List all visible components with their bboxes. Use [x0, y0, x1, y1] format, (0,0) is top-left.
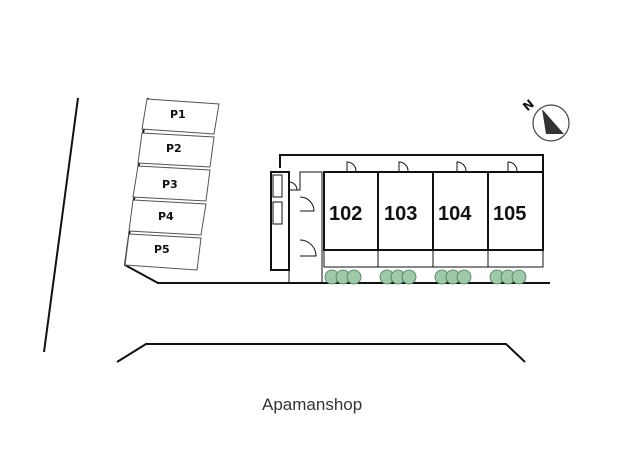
shrub-icon	[511, 269, 527, 285]
parking-slot-p2: P2	[137, 132, 215, 168]
footer-brand: Apamanshop	[262, 395, 362, 414]
unit-102: 102	[323, 161, 379, 268]
road-edge	[116, 343, 526, 363]
door-icon	[456, 161, 467, 172]
shrub-icon	[346, 269, 362, 285]
shrub-row	[324, 269, 527, 285]
unit-number-105: 105	[493, 203, 526, 225]
entrance-door-icon	[299, 239, 317, 257]
parking-label-p2: P2	[166, 142, 182, 155]
unit-number-102: 102	[329, 203, 362, 225]
shrub-icon	[401, 269, 417, 285]
unit-number-103: 103	[384, 203, 417, 225]
parking-label-p1: P1	[170, 108, 186, 121]
building-outline	[270, 154, 544, 284]
parking-label-p4: P4	[158, 210, 174, 223]
side-door-icon	[288, 181, 298, 191]
parking-label-p3: P3	[162, 178, 178, 191]
parking-slot-p4: P4	[128, 199, 207, 236]
parking-label-p5: P5	[154, 243, 170, 256]
site-boundary-line	[43, 97, 79, 353]
unit-104: 104	[432, 161, 489, 268]
entrance-door-icon	[299, 196, 315, 212]
unit-103: 103	[377, 161, 434, 268]
parking-slot-p5: P5	[124, 233, 202, 271]
compass-north-label: N	[520, 97, 537, 114]
parking-slot-p3: P3	[132, 165, 211, 202]
shrub-icon	[456, 269, 472, 285]
unit-number-104: 104	[438, 203, 472, 225]
door-icon	[398, 161, 409, 172]
north-arrow-icon: N	[520, 97, 570, 142]
door-icon	[346, 161, 357, 172]
parking-slot-p1: P1	[141, 98, 220, 135]
unit-105: 105	[487, 161, 544, 268]
door-icon	[507, 161, 518, 172]
